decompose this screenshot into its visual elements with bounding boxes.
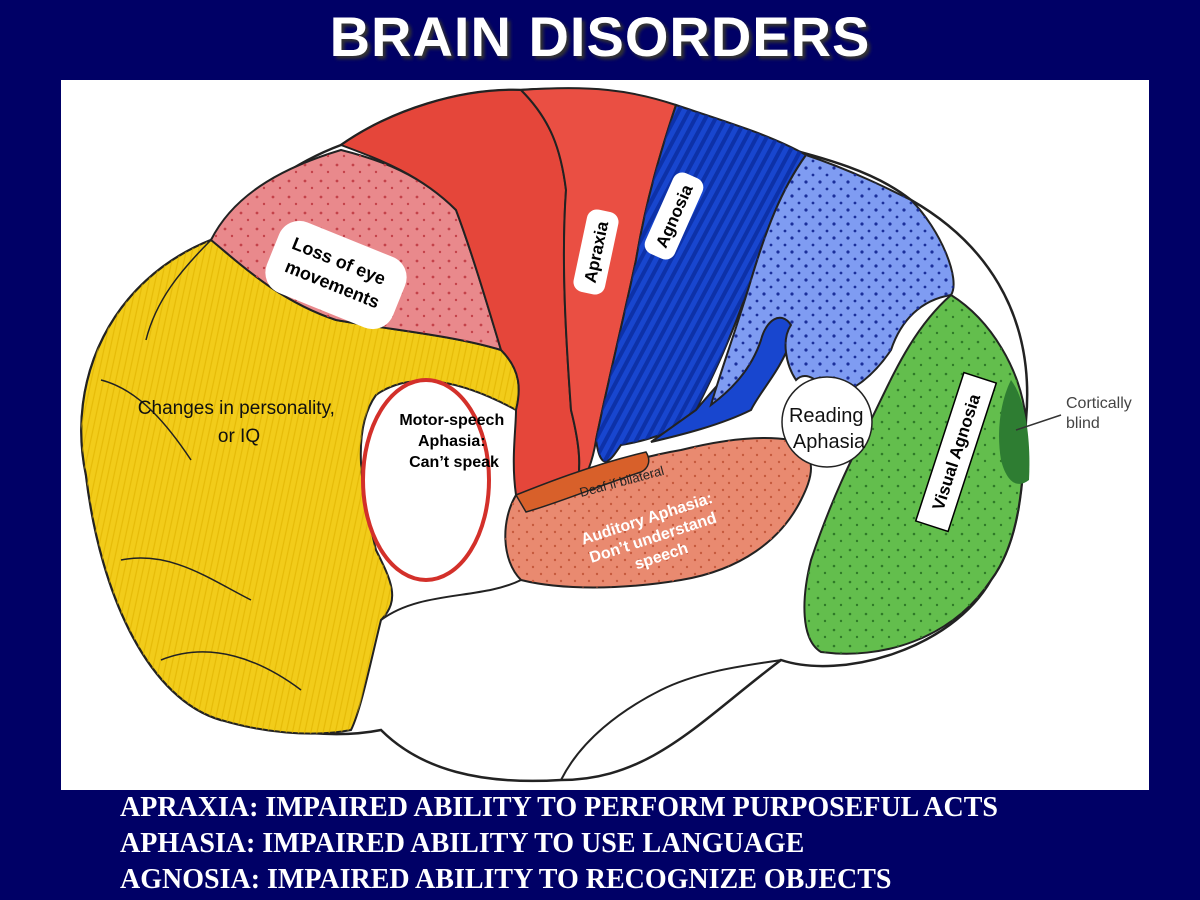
- personality-label-line-1: Changes in personality,: [138, 398, 335, 419]
- apraxia-label: Apraxia: [573, 209, 619, 295]
- motor-speech-line-3: Can’t speak: [409, 454, 499, 471]
- personality-label-line-2: or IQ: [218, 426, 260, 447]
- brain-diagram: Loss of eye movements Changes in persona…: [80, 87, 1136, 783]
- motor-speech-line-1: Motor-speech: [399, 412, 504, 429]
- cortically-blind-line-2: blind: [1066, 415, 1100, 432]
- definition-aphasia: APHASIA: IMPAIRED ABILITY TO USE LANGUAG…: [120, 828, 805, 859]
- reading-aphasia-area: [781, 376, 873, 468]
- reading-aphasia-label: Reading Aphasia: [789, 405, 869, 453]
- cortically-blind-line-1: Cortically: [1066, 395, 1132, 412]
- brain-diagram-panel: Loss of eye movements Changes in persona…: [61, 80, 1149, 790]
- personality-label: Changes in personality, or IQ: [138, 398, 340, 447]
- definition-agnosia: AGNOSIA: IMPAIRED ABILITY TO RECOGNIZE O…: [120, 864, 892, 895]
- eye-movement-label: Loss of eye movements: [265, 220, 407, 330]
- parietal-region: [709, 153, 955, 408]
- cortically-blind-pointer: [1015, 414, 1062, 431]
- reading-label-line-1: Reading: [789, 405, 864, 427]
- deaf-strip: [514, 451, 650, 513]
- reading-label-line-2: Aphasia: [793, 431, 866, 453]
- motor-speech-line-2: Aphasia:: [418, 433, 486, 450]
- motor-speech-area: [361, 378, 491, 582]
- definitions-list: APRAXIA: IMPAIRED ABILITY TO PERFORM PUR…: [120, 790, 1180, 898]
- cortically-blind-label: Cortically blind: [1066, 395, 1136, 432]
- slide-title: BRAIN DISORDERS: [329, 5, 871, 68]
- motor-speech-label: Motor-speech Aphasia: Can’t speak: [399, 412, 508, 471]
- definition-apraxia: APRAXIA: IMPAIRED ABILITY TO PERFORM PUR…: [120, 792, 998, 823]
- auditory-region: [504, 437, 812, 589]
- frontal-lobe-region: [80, 238, 520, 735]
